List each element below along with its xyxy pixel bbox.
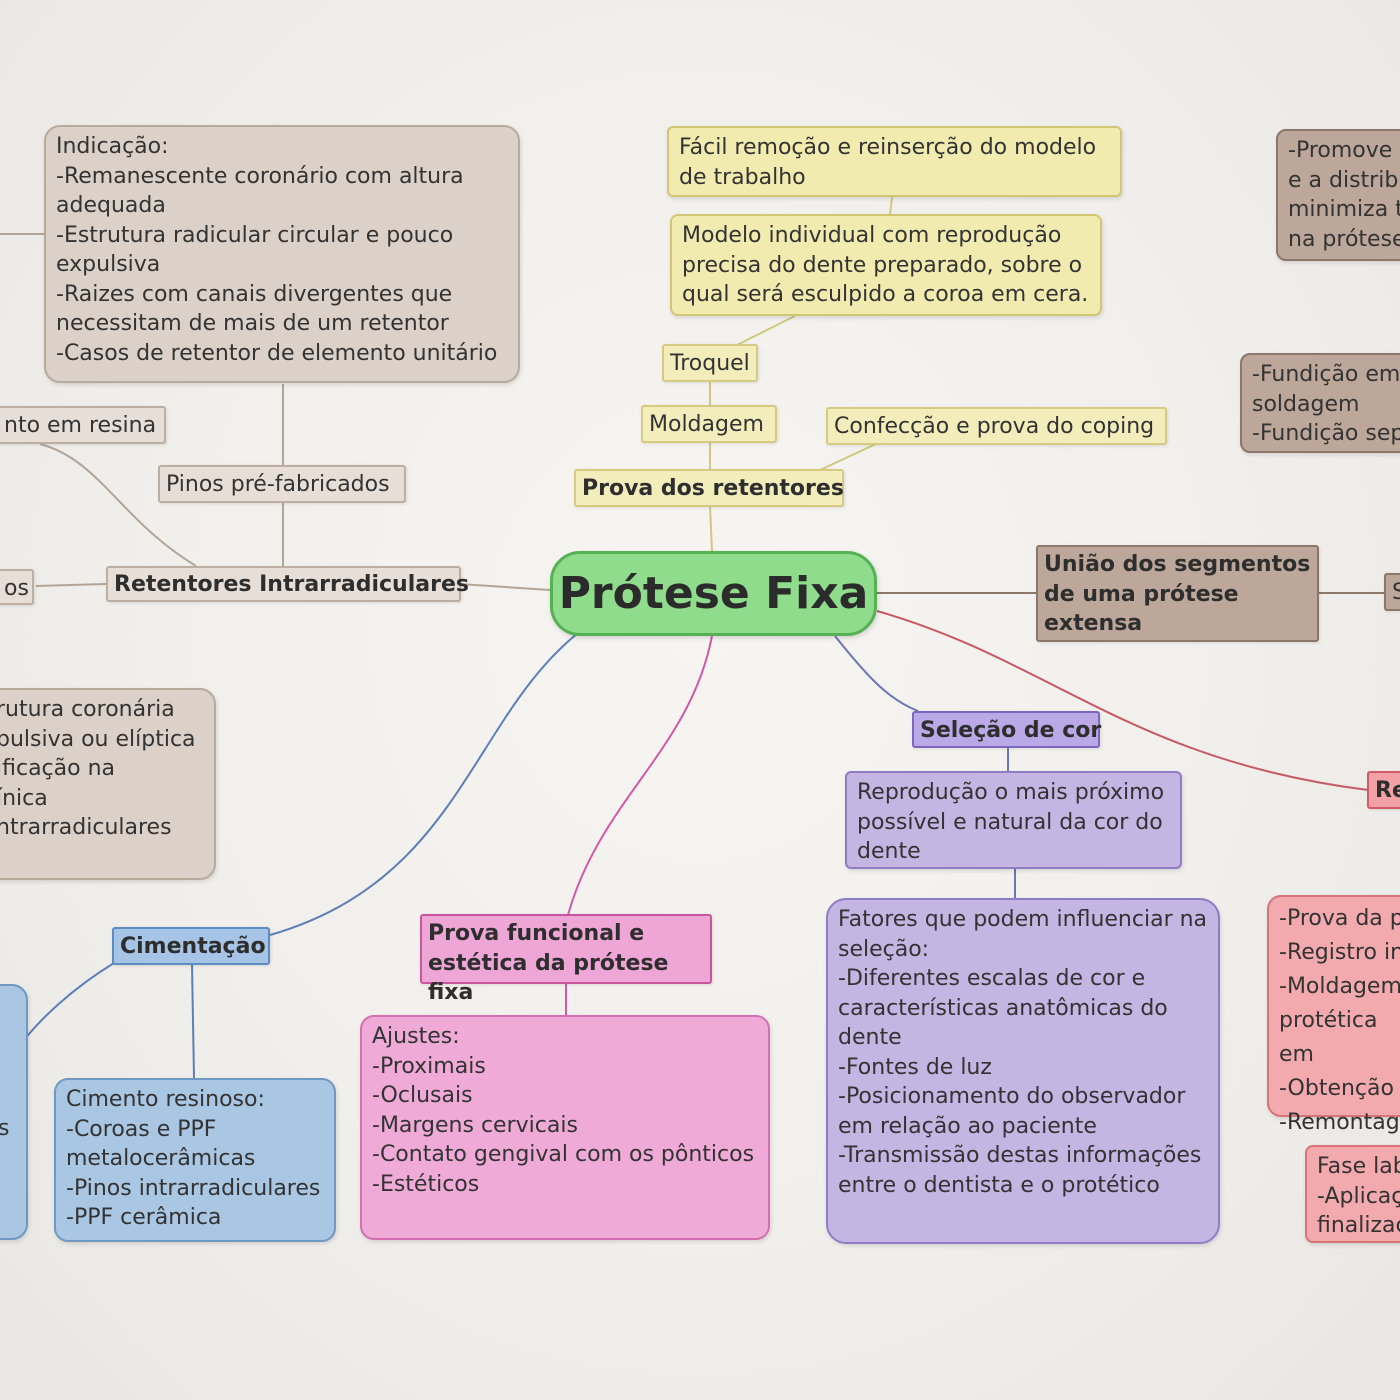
link-coping bbox=[819, 442, 879, 471]
link-resina bbox=[39, 443, 197, 567]
link-funcional bbox=[567, 635, 713, 916]
link-retentores bbox=[459, 583, 551, 591]
cimentacao-left-note: s bbox=[0, 984, 28, 1240]
link-cimentacao bbox=[269, 632, 579, 936]
link-retentores-os bbox=[35, 583, 107, 587]
troquel-note: Modelo individual com reprodução precisa… bbox=[670, 214, 1102, 316]
reproducao-cor-note: Reprodução o mais próximo possível e nat… bbox=[845, 771, 1182, 869]
link-modelo-note bbox=[889, 196, 893, 215]
moldagem-topic[interactable]: Moldagem bbox=[641, 405, 777, 443]
retentores-intrarradiculares-topic[interactable]: Retentores Intrarradiculares bbox=[106, 566, 469, 602]
central-topic[interactable]: Prótese Fixa bbox=[550, 551, 877, 636]
estrutura-coronaria-note: rutura coronária pulsiva ou elíptica ifi… bbox=[0, 688, 216, 880]
coping-topic[interactable]: Confecção e prova do coping bbox=[826, 407, 1167, 445]
prova-registro-note: -Prova da p -Registro in -Moldagem proté… bbox=[1267, 895, 1400, 1135]
fundicao-note: -Fundição em soldagem -Fundição sep bbox=[1240, 353, 1400, 453]
troquel-topic[interactable]: Troquel bbox=[662, 344, 758, 382]
fase-laboratorial-note: Fase lab -Aplicaç finalizaç bbox=[1305, 1145, 1400, 1243]
cimentacao-topic[interactable]: Cimentação bbox=[112, 927, 270, 965]
link-cim-left bbox=[23, 962, 115, 1041]
pinos-pre-fabricados-topic[interactable]: Pinos pré-fabricados bbox=[158, 465, 406, 503]
prova-dos-retentores-topic[interactable]: Prova dos retentores bbox=[574, 469, 844, 507]
cimento-resinoso-note: Cimento resinoso: -Coroas e PPF metaloce… bbox=[54, 1078, 336, 1242]
link-prova-retentores bbox=[709, 505, 713, 552]
link-cim-note bbox=[191, 963, 195, 1079]
os-topic[interactable]: os bbox=[0, 569, 34, 605]
promove-note: -Promove e a distribu minimiza t na prót… bbox=[1276, 129, 1400, 261]
prova-funcional-topic[interactable]: Prova funcional e estética da prótese fi… bbox=[420, 914, 712, 1005]
link-registro bbox=[876, 610, 1369, 791]
uniao-segmentos-topic[interactable]: União dos segmentos de uma prótese exten… bbox=[1036, 545, 1319, 642]
fatores-selecao-note: Fatores que podem influenciar na seleção… bbox=[826, 898, 1220, 1244]
resina-topic[interactable]: nto em resina bbox=[0, 406, 166, 444]
selecao-de-cor-topic[interactable]: Seleção de cor bbox=[912, 711, 1101, 748]
link-troquel-note bbox=[734, 315, 796, 347]
modelo-trabalho-note: Fácil remoção e reinserção do modelo de … bbox=[667, 126, 1122, 197]
indicacao-note: Indicação: -Remanescente coronário com a… bbox=[44, 125, 520, 383]
ajustes-note: Ajustes: -Proximais -Oclusais -Margens c… bbox=[360, 1015, 770, 1240]
registro-topic[interactable]: Re bbox=[1367, 771, 1400, 809]
link-cor bbox=[834, 635, 919, 712]
uniao-child-topic[interactable]: S bbox=[1384, 573, 1400, 611]
